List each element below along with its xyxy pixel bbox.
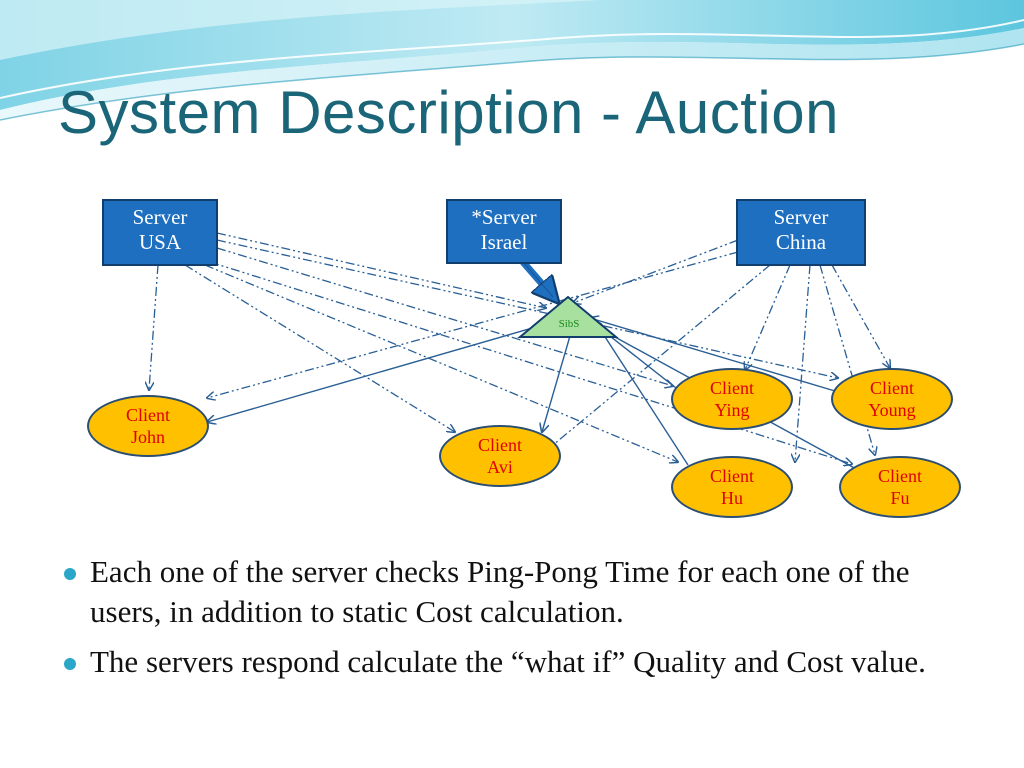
edge-china-sibs bbox=[573, 239, 739, 303]
server-china-line2: China bbox=[775, 230, 827, 254]
client-avi-line1: Client bbox=[478, 435, 522, 455]
client-john-line2: John bbox=[130, 427, 165, 447]
edge-china-hu bbox=[795, 264, 811, 462]
bullet-item: Each one of the server checks Ping-Pong … bbox=[62, 552, 982, 632]
client-avi-node: Client Avi bbox=[439, 425, 561, 487]
edge-usa-hu bbox=[204, 264, 678, 462]
edge-sibs-avi bbox=[542, 335, 571, 432]
bullet-text: Each one of the server checks Ping-Pong … bbox=[90, 554, 910, 629]
edge-usa-john bbox=[149, 264, 159, 390]
sibs-triangle bbox=[517, 295, 619, 338]
server-usa-line1: Server bbox=[132, 205, 188, 229]
server-china-line1: Server bbox=[773, 205, 829, 229]
auction-diagram bbox=[0, 232, 1024, 471]
server-usa-line2: USA bbox=[138, 230, 181, 254]
edge-usa-young bbox=[216, 239, 838, 378]
edge-usa-avi bbox=[184, 264, 455, 432]
edge-usa-ying bbox=[216, 247, 673, 386]
client-ying-line2: Ying bbox=[714, 400, 750, 420]
client-avi-line2: Avi bbox=[487, 457, 513, 477]
bullet-dot-icon bbox=[64, 658, 76, 670]
edge-hu-sibs bbox=[598, 326, 689, 466]
edge-usa-sibs bbox=[216, 232, 546, 308]
edge-china-young bbox=[831, 264, 890, 368]
client-hu-line1: Client bbox=[710, 466, 754, 486]
bullet-text: The servers respond calculate the “what … bbox=[90, 644, 926, 679]
edge-china-john bbox=[207, 251, 739, 398]
client-hu-line2: Hu bbox=[721, 488, 743, 508]
bullet-item: The servers respond calculate the “what … bbox=[62, 642, 982, 682]
bullet-dot-icon bbox=[64, 568, 76, 580]
edge-young-sibs bbox=[590, 318, 846, 395]
client-ying-node: Client Ying bbox=[671, 368, 793, 430]
client-fu-line1: Client bbox=[878, 466, 922, 486]
client-fu-line2: Fu bbox=[890, 488, 910, 508]
client-john-node: Client John bbox=[87, 395, 209, 457]
edge-usa-fu bbox=[209, 261, 852, 464]
client-young-node: Client Young bbox=[831, 368, 953, 430]
edge-china-ying bbox=[745, 264, 791, 370]
israel-to-sibs-arrow-outline bbox=[522, 261, 554, 298]
edge-sibs-john bbox=[207, 321, 554, 422]
client-fu-node: Client Fu bbox=[839, 456, 961, 518]
sibs-label: SibS bbox=[558, 318, 580, 330]
background-waves bbox=[0, 0, 1024, 121]
client-ying-line1: Client bbox=[710, 378, 754, 398]
client-john-line1: Client bbox=[126, 405, 170, 425]
server-israel-line1: *Server bbox=[471, 205, 537, 229]
slide-title: System Description - Auction bbox=[58, 79, 839, 146]
bullet-list: Each one of the server checks Ping-Pong … bbox=[62, 552, 982, 692]
client-hu-node: Client Hu bbox=[671, 456, 793, 518]
server-usa-box: Server USA bbox=[102, 199, 218, 266]
client-young-line2: Young bbox=[868, 400, 916, 420]
edge-china-avi bbox=[547, 264, 771, 450]
server-israel-line2: Israel bbox=[480, 230, 528, 254]
client-young-line1: Client bbox=[870, 378, 914, 398]
server-china-box: Server China bbox=[736, 199, 866, 266]
server-israel-box: *Server Israel bbox=[446, 199, 562, 264]
